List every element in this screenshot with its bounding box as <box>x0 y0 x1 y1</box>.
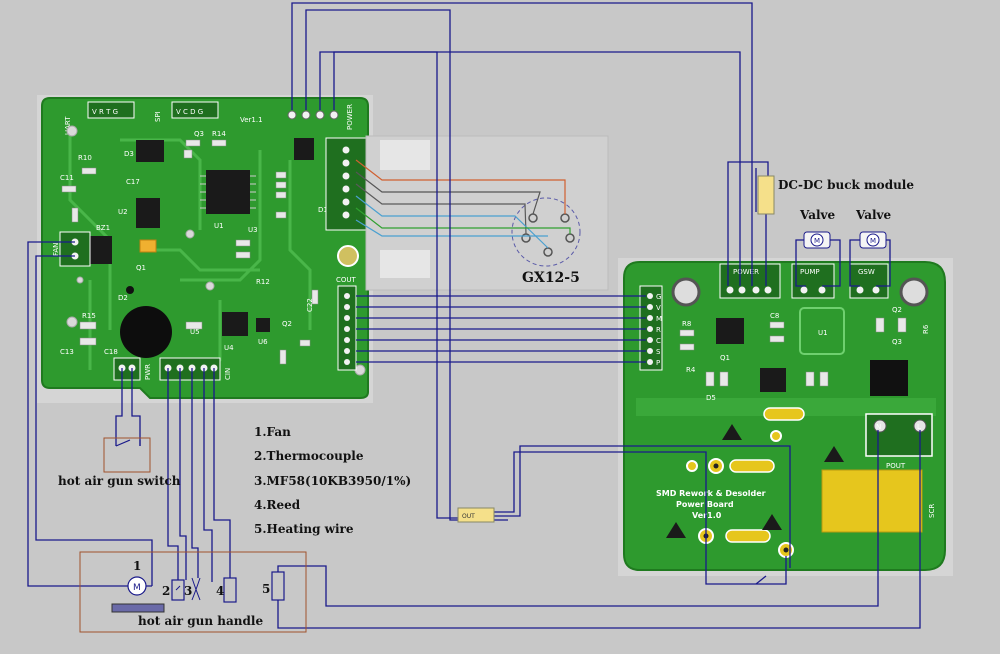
power-board: U1 POWER PUMP GSW G V M R C S P <box>618 258 953 576</box>
legend-item-5: 5.Heating wire <box>254 522 354 536</box>
cin-label: CIN <box>224 368 232 380</box>
board-subtitle: Power Board <box>676 500 734 509</box>
spi-label: SPI <box>154 111 162 122</box>
buck-module <box>757 175 775 215</box>
svg-text:M: M <box>814 237 820 245</box>
c8-right-label: C8 <box>770 312 779 320</box>
uart-label: UART <box>64 116 72 135</box>
u2-label: U2 <box>118 208 128 216</box>
r8-right-label: R8 <box>682 320 691 328</box>
heating-wire-symbol <box>271 571 285 601</box>
fan-label: FAN <box>52 243 60 256</box>
r14-label: R14 <box>212 130 226 138</box>
reed-symbol <box>223 577 237 603</box>
ntc-symbol <box>191 577 201 601</box>
legend-item-4: 4.Reed <box>254 498 301 512</box>
q2-right-label: Q2 <box>892 306 902 314</box>
handle-num-1: 1 <box>133 559 142 573</box>
gx12-label: GX12-5 <box>522 270 580 286</box>
switch-box <box>103 437 151 473</box>
q1-label: Q1 <box>136 264 146 272</box>
d1-label: D1 <box>318 206 328 214</box>
r4-right-label: R4 <box>686 366 696 374</box>
spi-header-label: V C D G <box>176 108 203 116</box>
c18-label: C18 <box>104 348 118 356</box>
u3-label: U3 <box>248 226 258 234</box>
q2-label: Q2 <box>282 320 292 328</box>
pump-header-label: PUMP <box>800 268 820 276</box>
u6-label: U6 <box>258 338 268 346</box>
handle-num-4: 4 <box>216 584 225 598</box>
u5-label: U5 <box>190 328 200 336</box>
fuse: OUT <box>457 507 495 523</box>
wires <box>27 2 921 629</box>
d5-right-label: D5 <box>706 394 716 402</box>
q1-right-label: Q1 <box>720 354 730 362</box>
board-title: SMD Rework & Desolder <box>656 489 766 498</box>
c13-label: C13 <box>60 348 74 356</box>
valve-1: M <box>803 231 831 249</box>
pout-label: POUT <box>886 462 906 470</box>
r10-label: R10 <box>78 154 92 162</box>
gx12-connector <box>355 135 609 291</box>
u1-label: U1 <box>214 222 224 230</box>
legend-item-1: 1.Fan <box>254 425 291 439</box>
handle-num-2: 2 <box>162 584 171 598</box>
cout-pin-p: P <box>656 359 660 367</box>
d2-label: D3 <box>124 150 134 158</box>
board-version: Ver1.0 <box>692 511 722 520</box>
switch-label: hot air gun switch <box>58 474 181 488</box>
buzzer <box>120 306 172 358</box>
handle-label: hot air gun handle <box>138 614 264 628</box>
r15-label: R15 <box>82 312 96 320</box>
fan-symbol: M <box>122 576 152 596</box>
c22-label: C22 <box>306 298 314 312</box>
q3-right-label: Q3 <box>892 338 902 346</box>
power-label-left: POWER <box>346 104 354 130</box>
svg-text:M: M <box>870 237 876 245</box>
pout-l: L <box>917 423 921 431</box>
heater-bar <box>111 603 165 613</box>
r6-right-label: R6 <box>922 324 930 334</box>
power-header-label: POWER <box>733 268 759 276</box>
uart-header-label: V R T G <box>92 108 118 116</box>
cout-pin-s: S <box>656 348 661 356</box>
cout-pin-r: R <box>656 326 661 334</box>
control-board: V R T G UART V C D G SPI Ver1.1 POWER U1… <box>37 95 373 403</box>
d3-label: BZ1 <box>96 224 110 232</box>
pwr-label: PWR <box>144 364 152 380</box>
ver-label: Ver1.1 <box>240 116 263 124</box>
handle-num-5: 5 <box>262 582 271 596</box>
pout-n: N <box>876 423 881 431</box>
u4-label: U4 <box>224 344 234 352</box>
cout-pin-g: G <box>656 293 661 301</box>
thermocouple-symbol <box>171 579 185 601</box>
scr-label: SCR <box>928 504 936 518</box>
r12-label: R12 <box>256 278 270 286</box>
legend-item-3: 3.MF58(10KB3950/1%) <box>254 474 412 488</box>
cout-label: COUT <box>336 276 357 284</box>
cout-pin-v: V <box>656 304 661 312</box>
svg-text:OUT: OUT <box>462 513 475 520</box>
u1-right-label: U1 <box>818 329 828 337</box>
handle-num-3: 3 <box>184 584 193 598</box>
svg-text:M: M <box>133 583 141 593</box>
gsw-header-label: GSW <box>858 268 875 276</box>
buck-module-label: DC-DC buck module <box>778 178 914 192</box>
valve-1-label: Valve <box>800 208 836 222</box>
valve-2-label: Valve <box>856 208 892 222</box>
q3-label: Q3 <box>194 130 204 138</box>
c17-label: C17 <box>126 178 140 186</box>
c11-label: C11 <box>60 174 74 182</box>
cout-pin-m: M <box>656 315 662 323</box>
valve-2: M <box>859 231 887 249</box>
handle-box <box>79 551 307 633</box>
legend-item-2: 2.Thermocouple <box>254 449 364 463</box>
triac <box>870 360 908 396</box>
cout-pin-c: C <box>656 337 661 345</box>
bz1-label: D2 <box>118 294 128 302</box>
